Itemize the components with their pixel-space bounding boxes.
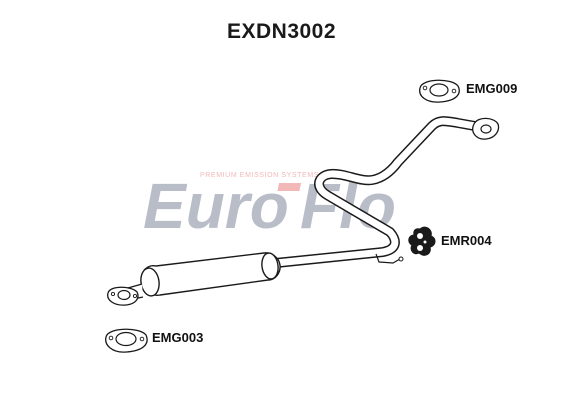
exhaust-pipe xyxy=(271,116,491,268)
gasket-emg009-icon xyxy=(419,79,460,103)
gasket-emg003-icon xyxy=(105,328,148,353)
hanger-hook xyxy=(375,253,401,264)
rubber-mount-emr004-icon xyxy=(408,226,436,256)
part-number-title: EXDN3002 xyxy=(226,20,337,43)
watermark-brand-euro: Euro xyxy=(143,170,289,242)
silencer-rear-end xyxy=(261,252,279,280)
hanger-hook-end xyxy=(398,256,404,262)
watermark-red-accent xyxy=(277,183,302,191)
part-label-emr004: EMR004 xyxy=(441,233,492,248)
part-label-emg009: EMG009 xyxy=(466,81,518,96)
part-label-emg003: EMG003 xyxy=(152,330,204,345)
silencer-box xyxy=(127,252,281,301)
watermark-tagline: PREMIUM EMISSION SYSTEMS xyxy=(200,172,319,179)
silencer-body xyxy=(142,252,281,296)
silencer-front-end xyxy=(140,267,160,297)
inlet-flange xyxy=(107,286,139,306)
pipe-end-flange xyxy=(472,117,500,140)
pipe-inner xyxy=(272,117,490,267)
